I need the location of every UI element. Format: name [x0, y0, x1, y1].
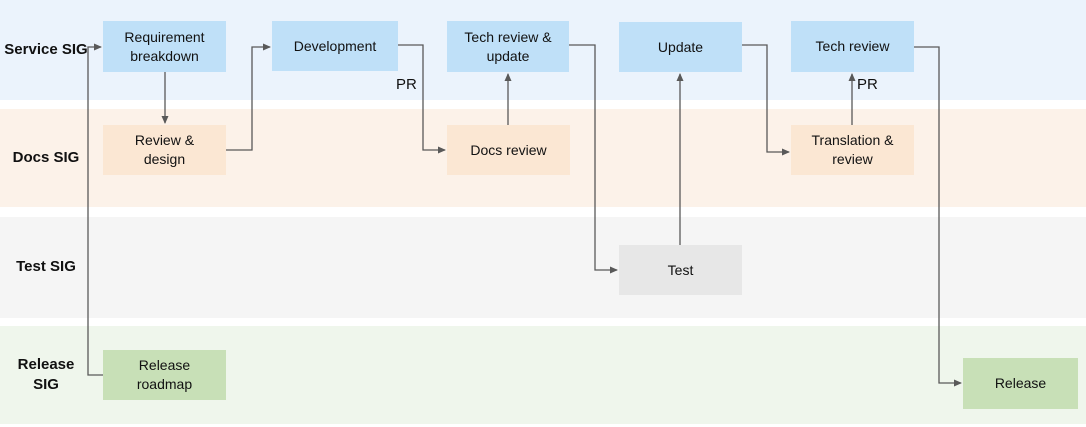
- node-label-release: Release: [994, 375, 1047, 392]
- node-translation-review: Translation &review: [791, 125, 914, 175]
- node-label-tech-review-update: Tech review &update: [464, 28, 552, 64]
- node-label-docs-review: Docs review: [470, 141, 547, 158]
- node-label-update: Update: [657, 38, 704, 55]
- node-docs-review: Docs review: [447, 125, 570, 175]
- lane-label-test-sig: Test SIG: [16, 258, 76, 276]
- lane-label-release-sig: Release SIG: [17, 355, 75, 393]
- node-development: Development: [272, 21, 398, 71]
- edge-label-translation-review-to-tech-review: PR: [857, 76, 878, 93]
- edge-label-development-to-docs-review: PR: [396, 76, 417, 93]
- lane-label-service-sig: Service SIG: [4, 40, 88, 58]
- node-review-design: Review &design: [103, 125, 226, 175]
- node-update: Update: [619, 22, 742, 72]
- lane-test-sig: Test SIG: [0, 217, 1086, 318]
- node-label-test: Test: [667, 261, 694, 278]
- node-tech-review: Tech review: [791, 21, 914, 72]
- node-tech-review-update: Tech review &update: [447, 21, 569, 72]
- node-label-translation-review: Translation &review: [811, 132, 894, 167]
- node-label-development: Development: [293, 37, 377, 54]
- node-label-tech-review: Tech review: [815, 38, 890, 55]
- node-test: Test: [619, 245, 742, 295]
- node-label-review-design: Review &design: [134, 132, 195, 167]
- lane-label-docs-sig: Docs SIG: [12, 148, 80, 166]
- node-release: Release: [963, 358, 1078, 409]
